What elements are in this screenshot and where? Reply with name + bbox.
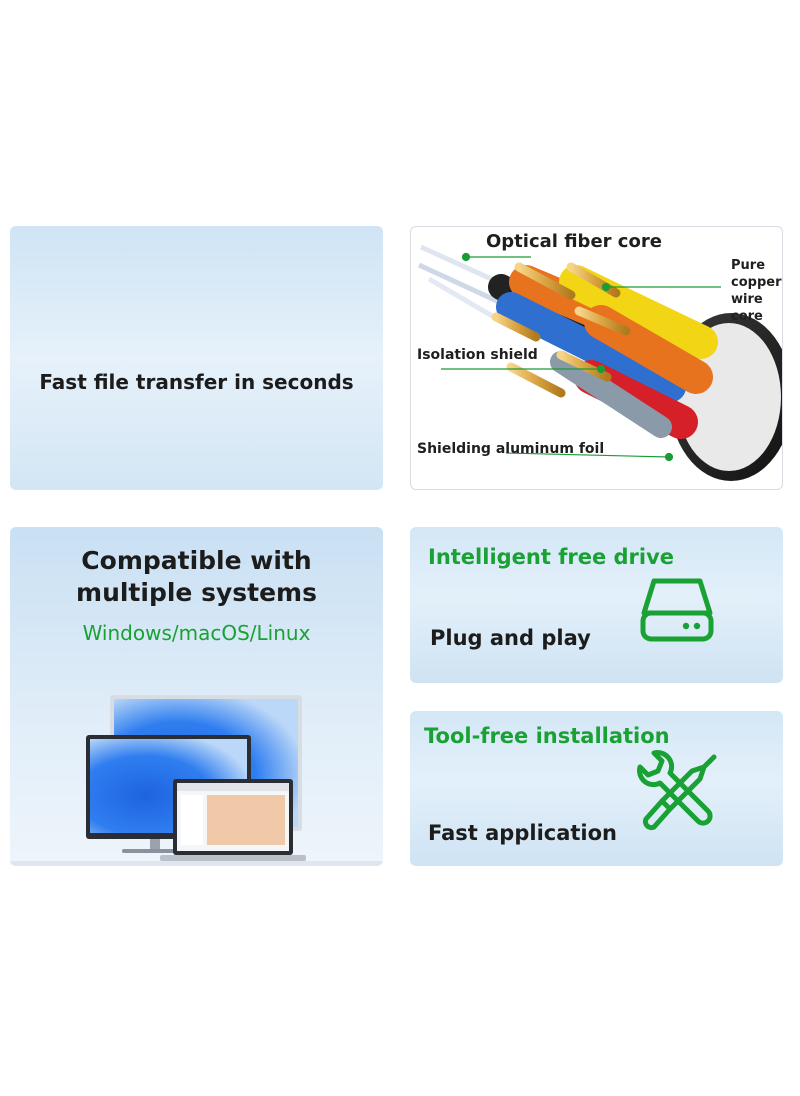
cable-card: Optical fiber core Pure copper wire core… bbox=[410, 226, 783, 490]
cable-illustration bbox=[417, 244, 782, 481]
wrench-screwdriver-icon bbox=[637, 750, 717, 831]
tools-title: Tool-free installation bbox=[424, 724, 670, 748]
tools-subtitle: Fast application bbox=[428, 821, 617, 845]
drive-card: Intelligent free drive Plug and play bbox=[410, 527, 783, 683]
label-isolation-shield: Isolation shield bbox=[417, 347, 538, 363]
compat-card: Compatible with multiple systems Windows… bbox=[10, 527, 383, 866]
label-copper-core: Pure copper wire core bbox=[731, 258, 782, 324]
devices-illustration bbox=[10, 695, 383, 866]
compat-title: Compatible with multiple systems bbox=[76, 546, 317, 607]
drive-title: Intelligent free drive bbox=[428, 545, 675, 569]
transfer-card: Fast file transfer in seconds bbox=[10, 226, 383, 490]
drive-subtitle: Plug and play bbox=[430, 626, 591, 650]
tools-card: Tool-free installation Fast application bbox=[410, 711, 783, 866]
label-aluminum-foil: Shielding aluminum foil bbox=[417, 441, 605, 457]
compat-systems: Windows/macOS/Linux bbox=[82, 621, 311, 645]
transfer-title: Fast file transfer in seconds bbox=[39, 370, 354, 394]
hard-drive-icon bbox=[640, 578, 714, 642]
label-optical-fiber: Optical fiber core bbox=[486, 231, 662, 252]
